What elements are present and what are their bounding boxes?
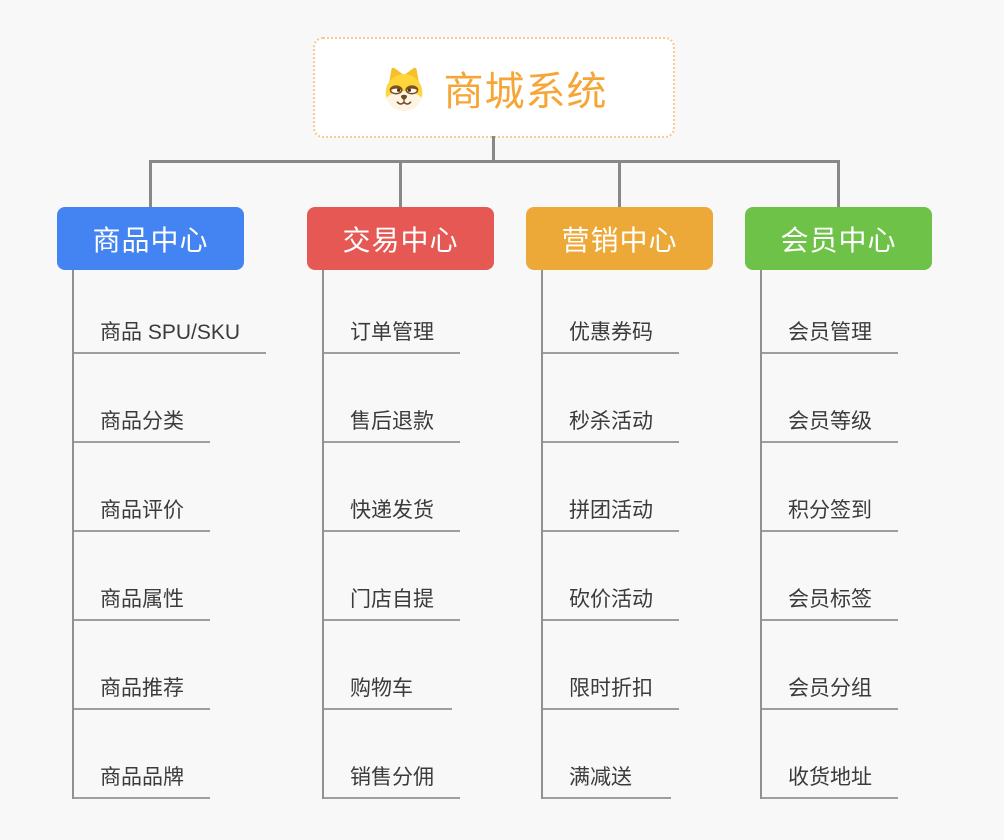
branch-node-marketing-center[interactable]: 营销中心 — [526, 207, 713, 270]
child-label: 会员等级 — [788, 410, 872, 433]
child-label: 优惠券码 — [569, 321, 653, 344]
child-node[interactable]: 会员分组 — [762, 621, 898, 710]
child-node[interactable]: 门店自提 — [324, 532, 460, 621]
child-node[interactable]: 砍价活动 — [543, 532, 679, 621]
branch-node-trade-center[interactable]: 交易中心 — [307, 207, 494, 270]
child-node[interactable]: 会员管理 — [762, 270, 898, 354]
child-label: 砍价活动 — [569, 588, 653, 611]
branch-node-member-center[interactable]: 会员中心 — [745, 207, 932, 270]
child-label: 拼团活动 — [569, 499, 653, 522]
child-node[interactable]: 销售分佣 — [324, 710, 460, 799]
child-label: 商品评价 — [100, 499, 184, 522]
branch-group-product-center: 商品中心 商品 SPU/SKU 商品分类 商品评价 商品属性 商品推荐 商品品牌 — [57, 207, 317, 799]
shiba-dog-icon — [385, 67, 422, 111]
child-node[interactable]: 限时折扣 — [543, 621, 679, 710]
child-label: 订单管理 — [350, 321, 434, 344]
child-label: 门店自提 — [350, 588, 434, 611]
child-node[interactable]: 积分签到 — [762, 443, 898, 532]
child-label: 售后退款 — [350, 410, 434, 433]
child-node[interactable]: 满减送 — [543, 710, 671, 799]
child-label: 快递发货 — [350, 499, 434, 522]
child-label: 销售分佣 — [350, 766, 434, 789]
child-node[interactable]: 会员标签 — [762, 532, 898, 621]
connector-root-stem — [492, 136, 495, 160]
child-label: 会员分组 — [788, 677, 872, 700]
branch-node-product-center[interactable]: 商品中心 — [57, 207, 244, 270]
connector-drop-3 — [618, 160, 621, 207]
child-node[interactable]: 商品属性 — [74, 532, 210, 621]
child-label: 会员管理 — [788, 321, 872, 344]
branch-group-member-center: 会员中心 会员管理 会员等级 积分签到 会员标签 会员分组 收货地址 — [745, 207, 1004, 799]
child-label: 会员标签 — [788, 588, 872, 611]
child-node[interactable]: 拼团活动 — [543, 443, 679, 532]
child-label: 商品 SPU/SKU — [100, 321, 241, 344]
branch-group-trade-center: 交易中心 订单管理 售后退款 快递发货 门店自提 购物车 销售分佣 — [307, 207, 567, 799]
child-label: 收货地址 — [788, 766, 872, 789]
child-label: 商品推荐 — [100, 677, 184, 700]
child-node[interactable]: 秒杀活动 — [543, 354, 679, 443]
connector-drop-4 — [837, 160, 840, 207]
child-label: 积分签到 — [788, 499, 872, 522]
branch-children-trade-center: 订单管理 售后退款 快递发货 门店自提 购物车 销售分佣 — [322, 270, 460, 799]
root-title: 商城系统 — [443, 69, 608, 114]
child-label: 购物车 — [350, 677, 413, 700]
child-node[interactable]: 商品 SPU/SKU — [74, 270, 267, 354]
child-label: 商品属性 — [100, 588, 184, 611]
root-node-mall-system[interactable]: 商城系统 — [313, 37, 675, 138]
child-node[interactable]: 商品评价 — [74, 443, 210, 532]
child-node[interactable]: 会员等级 — [762, 354, 898, 443]
child-label: 限时折扣 — [569, 677, 653, 700]
child-label: 秒杀活动 — [569, 410, 653, 433]
branch-group-marketing-center: 营销中心 优惠券码 秒杀活动 拼团活动 砍价活动 限时折扣 满减送 — [526, 207, 786, 799]
child-label: 商品分类 — [100, 410, 184, 433]
child-node[interactable]: 收货地址 — [762, 710, 898, 799]
branch-children-product-center: 商品 SPU/SKU 商品分类 商品评价 商品属性 商品推荐 商品品牌 — [72, 270, 267, 799]
child-node[interactable]: 商品品牌 — [74, 710, 210, 799]
branch-children-member-center: 会员管理 会员等级 积分签到 会员标签 会员分组 收货地址 — [760, 270, 898, 799]
child-node[interactable]: 购物车 — [324, 621, 452, 710]
child-node[interactable]: 商品推荐 — [74, 621, 210, 710]
child-node[interactable]: 优惠券码 — [543, 270, 679, 354]
child-label: 商品品牌 — [100, 766, 184, 789]
connector-bus — [149, 160, 840, 163]
child-node[interactable]: 订单管理 — [324, 270, 460, 354]
connector-drop-2 — [399, 160, 402, 207]
child-node[interactable]: 商品分类 — [74, 354, 210, 443]
child-label: 满减送 — [569, 766, 632, 789]
branch-children-marketing-center: 优惠券码 秒杀活动 拼团活动 砍价活动 限时折扣 满减送 — [541, 270, 679, 799]
child-node[interactable]: 快递发货 — [324, 443, 460, 532]
child-node[interactable]: 售后退款 — [324, 354, 460, 443]
connector-drop-1 — [149, 160, 152, 207]
